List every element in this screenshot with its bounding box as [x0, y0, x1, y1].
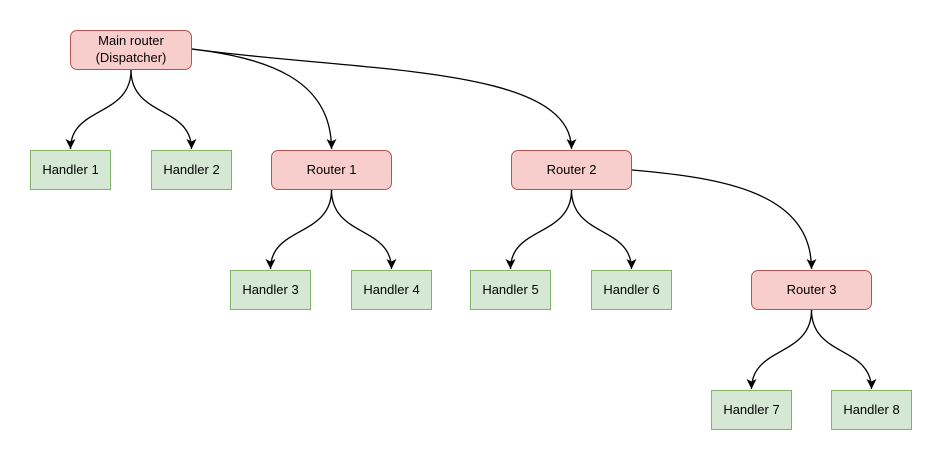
- edge-router1-to-handler3: [265, 189, 333, 270]
- edge-main-to-handler1: [65, 69, 132, 150]
- node-label: Handler 7: [723, 401, 780, 417]
- node-label: Handler 4: [363, 281, 420, 297]
- edge-main-to-router2: [191, 48, 577, 150]
- edge-router2-to-router3: [631, 169, 817, 270]
- node-label: Handler 8: [843, 401, 900, 417]
- node-label: Router 1: [306, 161, 357, 177]
- node-main-router: Main router (Dispatcher): [70, 30, 192, 70]
- node-label: Handler 5: [482, 281, 539, 297]
- edge-router2-to-handler5: [505, 189, 573, 270]
- node-handler-1: Handler 1: [30, 150, 111, 190]
- node-router-3: Router 3: [751, 270, 872, 310]
- node-router-1: Router 1: [271, 150, 392, 190]
- node-label: Handler 6: [603, 281, 660, 297]
- node-label: Handler 2: [163, 161, 220, 177]
- node-label: Handler 1: [42, 161, 99, 177]
- node-handler-8: Handler 8: [831, 390, 912, 430]
- node-handler-6: Handler 6: [591, 270, 672, 310]
- node-label: Router 2: [546, 161, 597, 177]
- edge-router3-to-handler8: [810, 309, 877, 390]
- edge-router3-to-handler7: [746, 309, 813, 390]
- node-handler-3: Handler 3: [230, 270, 311, 310]
- edge-router1-to-handler4: [330, 189, 397, 270]
- node-handler-4: Handler 4: [351, 270, 432, 310]
- edge-main-to-router1: [191, 48, 337, 150]
- node-label: Handler 3: [242, 281, 299, 297]
- edge-router2-to-handler6: [570, 189, 637, 270]
- node-label: Main router (Dispatcher): [95, 33, 167, 65]
- node-handler-2: Handler 2: [151, 150, 232, 190]
- node-label: Router 3: [786, 281, 837, 297]
- node-handler-5: Handler 5: [470, 270, 551, 310]
- node-handler-7: Handler 7: [711, 390, 792, 430]
- edge-main-to-handler2: [130, 69, 197, 150]
- node-router-2: Router 2: [511, 150, 632, 190]
